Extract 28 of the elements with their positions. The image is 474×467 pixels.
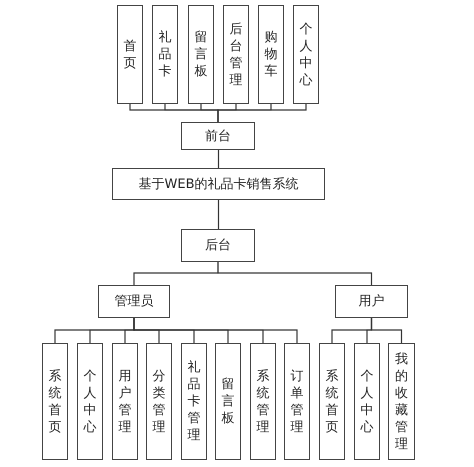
module-box: 首页 — [117, 5, 143, 104]
module-box: 购物车 — [258, 5, 284, 104]
connector-line — [217, 262, 372, 285]
connector-line — [218, 150, 220, 168]
module-box: 留言板 — [215, 343, 241, 460]
module-box: 我的收藏管理 — [388, 343, 415, 460]
system-box: 前台 — [181, 122, 255, 150]
system-box: 后台 — [181, 229, 255, 262]
module-box: 分类管理 — [146, 343, 172, 460]
module-box: 礼品卡管理 — [181, 343, 207, 460]
system-box: 基于WEB的礼品卡销售系统 — [112, 168, 325, 200]
system-box: 管理员 — [98, 285, 170, 318]
connector-line — [217, 104, 307, 122]
connector-line — [370, 318, 402, 343]
module-box: 用户管理 — [112, 343, 138, 460]
module-box: 礼品卡 — [152, 5, 178, 104]
module-box: 系统首页 — [319, 343, 345, 460]
module-box: 后台管理 — [223, 5, 249, 104]
module-box: 系统管理 — [250, 343, 276, 460]
module-box: 订单管理 — [284, 343, 310, 460]
module-box: 个人中心 — [354, 343, 380, 460]
module-box: 留言板 — [188, 5, 214, 104]
connector-line — [218, 200, 220, 229]
module-box: 个人中心 — [293, 5, 319, 104]
module-box: 个人中心 — [77, 343, 103, 460]
system-box: 用户 — [335, 285, 408, 318]
connector-line — [133, 318, 298, 343]
module-box: 系统首页 — [42, 343, 68, 460]
